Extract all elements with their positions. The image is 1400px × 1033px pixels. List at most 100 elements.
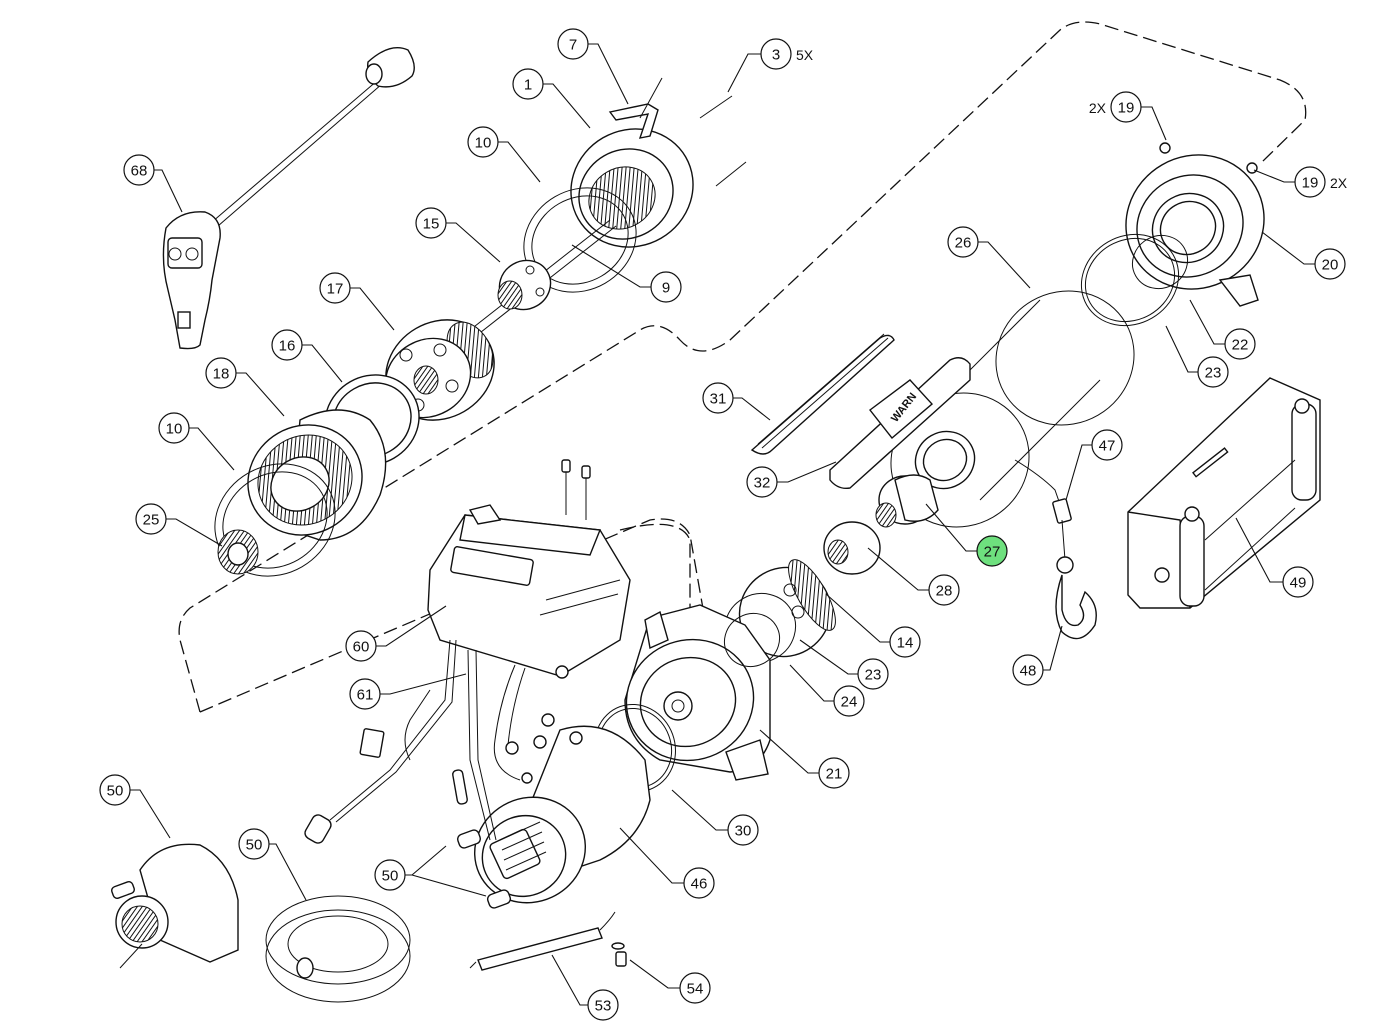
- callout-47[interactable]: 47: [1091, 429, 1123, 461]
- callout-14[interactable]: 14: [889, 626, 921, 658]
- callout-bubble[interactable]: [1294, 166, 1326, 198]
- callout-bubble[interactable]: [702, 382, 734, 414]
- leader-line-61: [380, 673, 467, 695]
- callout-21[interactable]: 21: [818, 757, 850, 789]
- callout-10[interactable]: 10: [158, 412, 190, 444]
- callout-61[interactable]: 61: [349, 678, 381, 710]
- callout-50[interactable]: 50: [99, 774, 131, 806]
- part-remote-control: [162, 47, 415, 350]
- callout-bubble[interactable]: [1091, 429, 1123, 461]
- callout-24[interactable]: 24: [833, 685, 865, 717]
- callout-27[interactable]: 27: [976, 535, 1008, 567]
- leader-line-68: [154, 169, 183, 213]
- part-sun-gear-25: [217, 529, 259, 575]
- callout-bubble[interactable]: [650, 271, 682, 303]
- callout-bubble[interactable]: [467, 126, 499, 158]
- callout-16[interactable]: 16: [271, 329, 303, 361]
- part-hook-47-48: [1014, 459, 1097, 640]
- assembly-dashed-outline-lower-2: [619, 523, 691, 620]
- part-seal-23-right: [1080, 233, 1180, 327]
- callout-1[interactable]: 1: [512, 68, 544, 100]
- callout-bubble[interactable]: [746, 466, 778, 498]
- callout-68[interactable]: 68: [123, 154, 155, 186]
- callout-bubble[interactable]: [345, 630, 377, 662]
- callout-bubble[interactable]: [135, 503, 167, 535]
- callout-23[interactable]: 23: [857, 658, 889, 690]
- callout-26[interactable]: 26: [947, 226, 979, 258]
- callout-bubble[interactable]: [727, 814, 759, 846]
- callout-7[interactable]: 7: [557, 28, 589, 60]
- part-tie-bar-31: [750, 333, 895, 455]
- callout-bubble[interactable]: [1110, 91, 1142, 123]
- callout-bubble[interactable]: [1282, 566, 1314, 598]
- callout-bubble[interactable]: [123, 154, 155, 186]
- assembly-dashed-outline-lower: [199, 518, 706, 713]
- leader-line-9: [571, 244, 651, 288]
- leader-line-54: [629, 959, 680, 989]
- callout-bubble[interactable]: [818, 757, 850, 789]
- callout-bubble[interactable]: [158, 412, 190, 444]
- callout-28[interactable]: 28: [928, 574, 960, 606]
- callout-50[interactable]: 50: [238, 828, 270, 860]
- part-end-housing-20: [1125, 142, 1265, 307]
- callout-quantity: 2X: [1330, 175, 1348, 191]
- callout-bubble[interactable]: [1314, 248, 1346, 280]
- callout-bubble[interactable]: [99, 774, 131, 806]
- callout-bubble[interactable]: [833, 685, 865, 717]
- callout-bubble[interactable]: [271, 329, 303, 361]
- callout-bubble[interactable]: [760, 38, 792, 70]
- callout-bubble[interactable]: [889, 626, 921, 658]
- callout-53[interactable]: 53: [587, 989, 619, 1021]
- leader-line-26: [978, 241, 1031, 289]
- callout-bubble[interactable]: [205, 357, 237, 389]
- callout-bubble[interactable]: [679, 972, 711, 1004]
- callout-bubble[interactable]: [512, 68, 544, 100]
- callout-bubble[interactable]: [319, 272, 351, 304]
- callout-60[interactable]: 60: [345, 630, 377, 662]
- leader-line-28: [867, 547, 929, 591]
- callout-quantity: 2X: [1089, 100, 1107, 116]
- leader-line-3: [727, 53, 761, 93]
- leader-line-24: [789, 664, 834, 702]
- callout-bubble[interactable]: [374, 859, 406, 891]
- callout-bubble[interactable]: [415, 207, 447, 239]
- callout-bubble[interactable]: [947, 226, 979, 258]
- callout-bubble[interactable]: [857, 658, 889, 690]
- callout-23[interactable]: 23: [1197, 356, 1229, 388]
- leader-line-32: [777, 461, 837, 483]
- callout-bubble[interactable]: [349, 678, 381, 710]
- callout-25[interactable]: 25: [135, 503, 167, 535]
- callout-30[interactable]: 30: [727, 814, 759, 846]
- callout-bubble[interactable]: [238, 828, 270, 860]
- part-tie-bar-32: WARN: [829, 357, 971, 490]
- callout-bubble[interactable]: [683, 867, 715, 899]
- callout-17[interactable]: 17: [319, 272, 351, 304]
- callout-15[interactable]: 15: [415, 207, 447, 239]
- callout-46[interactable]: 46: [683, 867, 715, 899]
- callout-bubble[interactable]: [1197, 356, 1229, 388]
- leader-line-18: [236, 372, 285, 417]
- callout-49[interactable]: 49: [1282, 566, 1314, 598]
- callout-32[interactable]: 32: [746, 466, 778, 498]
- callout-18[interactable]: 18: [205, 357, 237, 389]
- leader-line-20: [1261, 231, 1315, 265]
- callout-bubble[interactable]: [976, 535, 1008, 567]
- callout-bubble[interactable]: [1012, 654, 1044, 686]
- callout-22[interactable]: 22: [1224, 328, 1256, 360]
- callout-50[interactable]: 50: [374, 859, 406, 891]
- callout-9[interactable]: 9: [650, 271, 682, 303]
- part-clutch-27: [875, 474, 939, 528]
- callout-bubble[interactable]: [557, 28, 589, 60]
- leader-line-48: [1043, 625, 1063, 671]
- callout-48[interactable]: 48: [1012, 654, 1044, 686]
- callout-bubble[interactable]: [1224, 328, 1256, 360]
- callout-54[interactable]: 54: [679, 972, 711, 1004]
- callout-20[interactable]: 20: [1314, 248, 1346, 280]
- callout-bubble[interactable]: [928, 574, 960, 606]
- callout-31[interactable]: 31: [702, 382, 734, 414]
- callout-10[interactable]: 10: [467, 126, 499, 158]
- callout-bubble[interactable]: [587, 989, 619, 1021]
